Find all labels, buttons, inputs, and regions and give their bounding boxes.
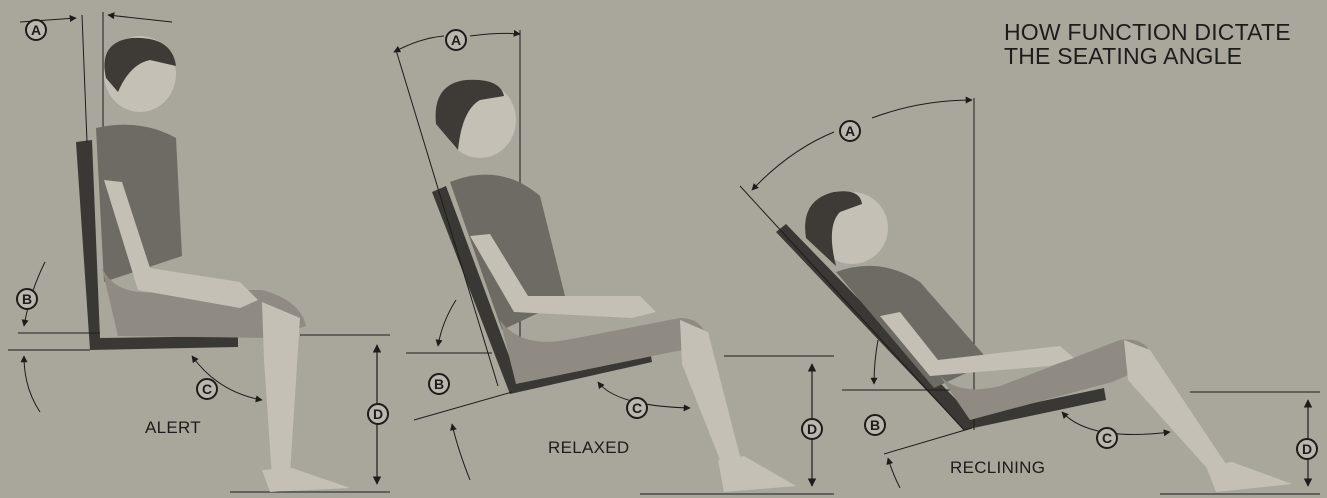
reclining-label: RECLINING [950,458,1045,478]
relaxed-callout-b: B [428,373,450,395]
relaxed-label: RELAXED [548,438,629,458]
reclining-callout-a: A [839,120,861,142]
reclining-figure [740,98,1320,494]
relaxed-figure [394,30,834,494]
title-line-2: THE SEATING ANGLE [1004,44,1291,68]
alert-callout-b: B [16,288,38,310]
diagram-title: HOW FUNCTION DICTATE THE SEATING ANGLE [1004,20,1291,68]
reclining-callout-d: D [1296,438,1318,460]
reclining-callout-c: C [1096,427,1118,449]
alert-callout-d: D [367,403,389,425]
relaxed-callout-a: A [445,29,467,51]
alert-label: ALERT [145,418,201,438]
relaxed-callout-c: C [626,397,648,419]
title-line-1: HOW FUNCTION DICTATE [1004,20,1291,44]
alert-callout-a: A [25,19,47,41]
relaxed-callout-d: D [801,418,823,440]
reclining-callout-b: B [864,414,886,436]
alert-callout-c: C [196,378,218,400]
